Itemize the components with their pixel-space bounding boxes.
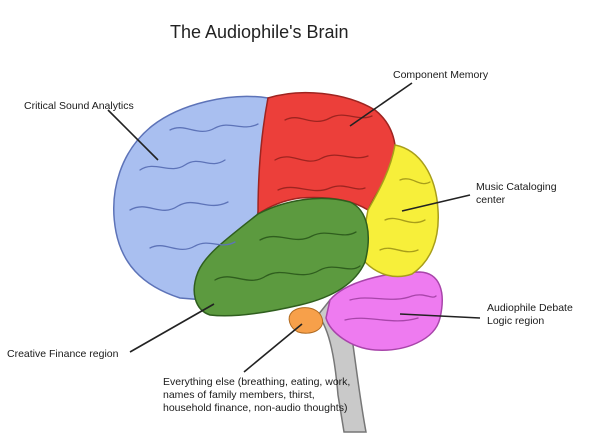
leader-memory [349, 82, 413, 127]
leader-analytics [107, 109, 159, 161]
pituitary-region [288, 307, 324, 334]
label-music-cataloging: Music Cataloging center [476, 181, 557, 206]
label-critical-sound-analytics: Critical Sound Analytics [24, 100, 134, 112]
temporal-lobe-region [193, 197, 369, 317]
leader-debate [399, 313, 481, 319]
label-component-memory: Component Memory [393, 69, 489, 81]
leader-catalog [401, 194, 471, 212]
diagram-title: The Audiophile's Brain [170, 22, 349, 42]
label-everything-else: Everything else (breathing, eating, work… [163, 376, 351, 414]
gyri-texture [129, 114, 437, 322]
leader-finance [129, 303, 215, 353]
occipital-lobe-region [363, 144, 439, 278]
label-audiophile-debate: Audiophile Debate Logic region [487, 302, 573, 327]
label-creative-finance: Creative Finance region [7, 348, 119, 360]
leader-lines [107, 82, 481, 373]
leader-else [243, 323, 303, 373]
